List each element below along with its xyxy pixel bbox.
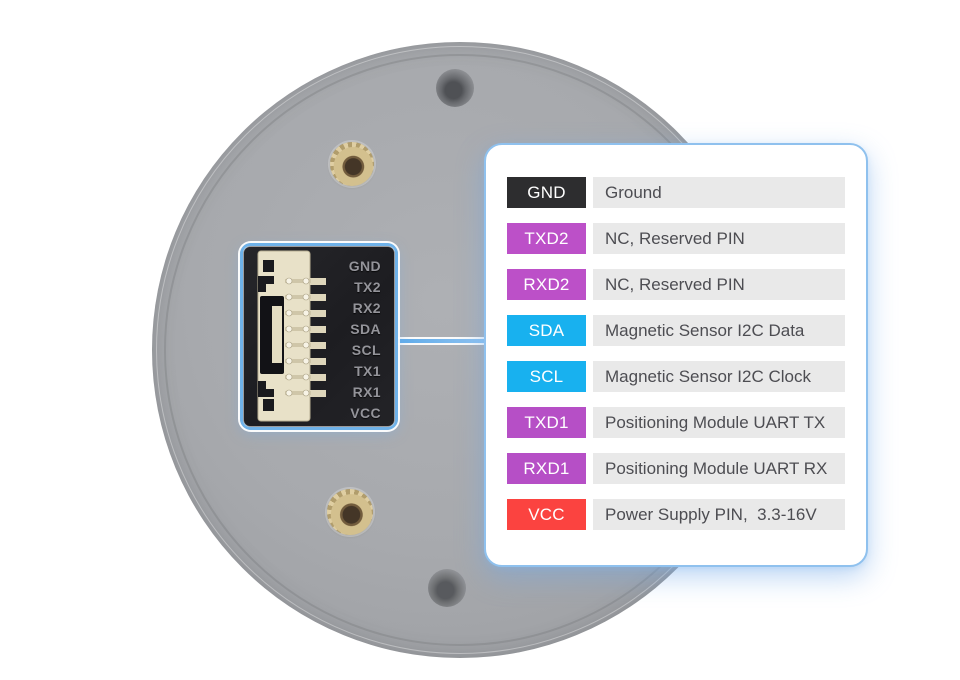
pin-label: TX1 — [354, 363, 381, 379]
pin-description: Ground — [593, 177, 845, 208]
brass-insert-bottom — [327, 489, 373, 535]
pin-badge: TXD1 — [507, 407, 586, 438]
pinout-row: SDA Magnetic Sensor I2C Data — [507, 315, 845, 346]
pinout-row: TXD2 NC, Reserved PIN — [507, 223, 845, 254]
pinout-callout-card: GND Ground TXD2 NC, Reserved PIN RXD2 NC… — [484, 143, 868, 567]
pinout-row: SCL Magnetic Sensor I2C Clock — [507, 361, 845, 392]
screw-hole-bottom — [428, 569, 466, 607]
pin-description: NC, Reserved PIN — [593, 269, 845, 300]
pin-badge: GND — [507, 177, 586, 208]
pin-description: NC, Reserved PIN — [593, 223, 845, 254]
pin-label: RX1 — [352, 384, 381, 400]
pin-badge: SDA — [507, 315, 586, 346]
pinout-row: RXD2 NC, Reserved PIN — [507, 269, 845, 300]
pin-description: Positioning Module UART TX — [593, 407, 845, 438]
connector-highlight-box: GND TX2 RX2 SDA SCL TX1 RX1 VCC — [240, 243, 398, 430]
pin-badge: RXD2 — [507, 269, 586, 300]
pin-description: Positioning Module UART RX — [593, 453, 845, 484]
pin-label: VCC — [350, 405, 381, 421]
pin-label: TX2 — [354, 279, 381, 295]
pinout-row: RXD1 Positioning Module UART RX — [507, 453, 845, 484]
pinout-row: GND Ground — [507, 177, 845, 208]
brass-insert-top — [330, 142, 374, 186]
pin-description: Magnetic Sensor I2C Clock — [593, 361, 845, 392]
pin-label: SCL — [351, 342, 381, 358]
connector-pin-labels: GND TX2 RX2 SDA SCL TX1 RX1 VCC — [349, 259, 381, 420]
pin-description: Magnetic Sensor I2C Data — [593, 315, 845, 346]
callout-connector-line — [398, 339, 484, 343]
jst-connector-graphic — [257, 250, 326, 422]
pinout-row: TXD1 Positioning Module UART TX — [507, 407, 845, 438]
pin-description: Power Supply PIN, 3.3-16V — [593, 499, 845, 530]
pin-badge: RXD1 — [507, 453, 586, 484]
pin-badge: SCL — [507, 361, 586, 392]
pinout-row: VCC Power Supply PIN, 3.3-16V — [507, 499, 845, 530]
pin-badge: VCC — [507, 499, 586, 530]
pin-badge: TXD2 — [507, 223, 586, 254]
pin-label: GND — [348, 258, 381, 274]
pin-label: RX2 — [352, 300, 381, 316]
screw-hole-top — [436, 69, 474, 107]
pin-label: SDA — [350, 321, 381, 337]
